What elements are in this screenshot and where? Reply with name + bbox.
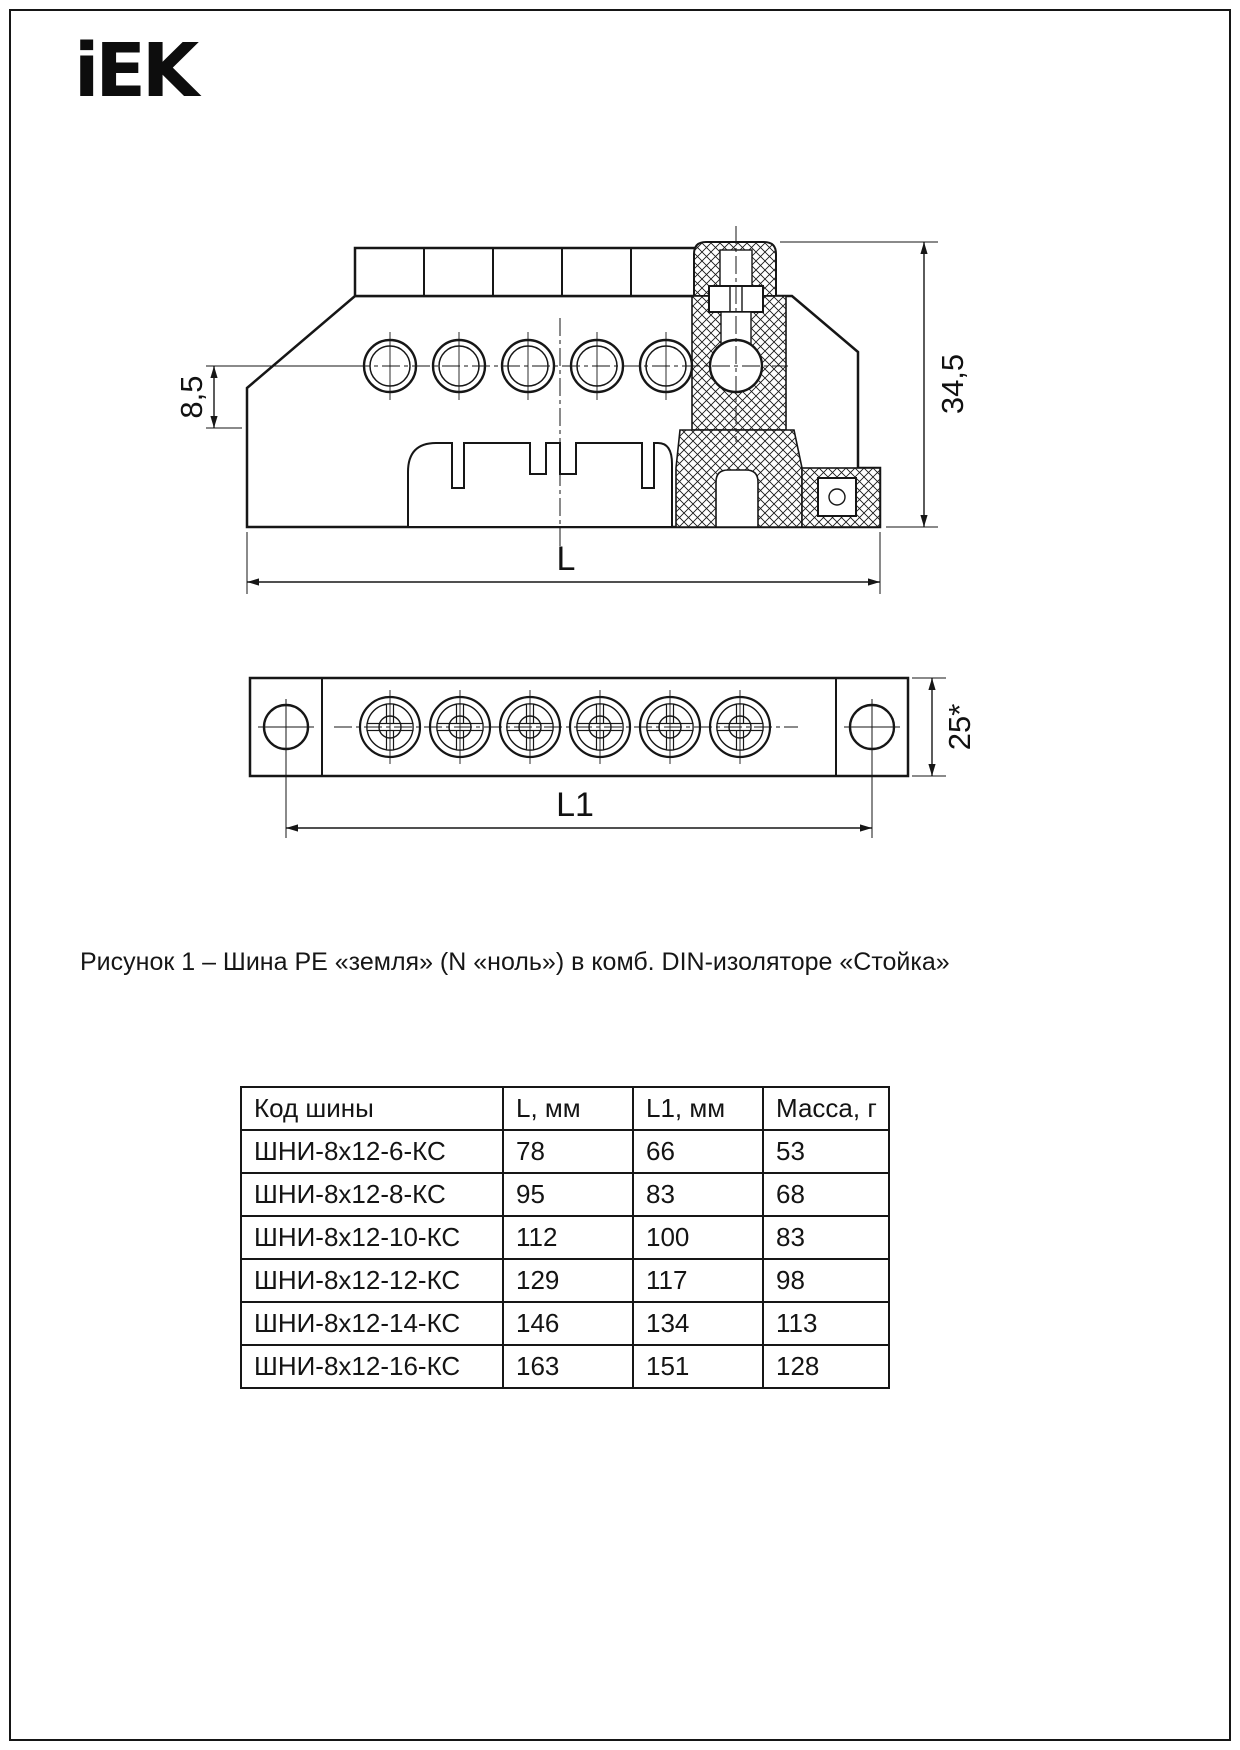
iek-logo: iEK	[74, 28, 199, 114]
cell-mass: 68	[762, 1172, 890, 1217]
table-row: ШНИ-8х12-14-КС 146 134 113	[240, 1301, 890, 1346]
table-header-row: Код шины L, мм L1, мм Масса, г	[240, 1086, 890, 1131]
dim-label-34-5: 34,5	[935, 354, 970, 414]
cell-L1: 117	[632, 1258, 764, 1303]
table-row: ШНИ-8х12-8-КС 95 83 68	[240, 1172, 890, 1217]
dim-label-L1: L1	[556, 786, 594, 824]
cell-mass: 113	[762, 1301, 890, 1346]
cell-mass: 83	[762, 1215, 890, 1260]
cell-L: 163	[502, 1344, 634, 1389]
cell-L: 146	[502, 1301, 634, 1346]
cell-code: ШНИ-8х12-14-КС	[240, 1301, 504, 1346]
col-header-code: Код шины	[240, 1086, 504, 1131]
dim-label-L: L	[557, 540, 576, 578]
dimension-height: 34,5	[780, 241, 970, 528]
cell-code: ШНИ-8х12-10-КС	[240, 1215, 504, 1260]
mounting-hole-right	[844, 699, 900, 755]
cell-L1: 151	[632, 1344, 764, 1389]
figure-caption: Рисунок 1 – Шина PE «земля» (N «ноль») в…	[80, 948, 950, 976]
cell-L: 129	[502, 1258, 634, 1303]
side-view	[245, 226, 882, 548]
col-header-L1: L1, мм	[632, 1086, 764, 1131]
dim-label-8-5: 8,5	[174, 375, 209, 418]
cell-mass: 98	[762, 1258, 890, 1303]
table-row: ШНИ-8х12-10-КС 112 100 83	[240, 1215, 890, 1260]
cell-L1: 134	[632, 1301, 764, 1346]
table-row: ШНИ-8х12-6-КС 78 66 53	[240, 1129, 890, 1174]
technical-drawing: 8,5 34,5 L	[174, 226, 977, 838]
dim-label-25: 25*	[942, 704, 977, 751]
col-header-L: L, мм	[502, 1086, 634, 1131]
cell-L1: 100	[632, 1215, 764, 1260]
dimension-length-L: L	[246, 532, 881, 594]
top-view	[248, 676, 910, 778]
spec-table: Код шины L, мм L1, мм Масса, г ШНИ-8х12-…	[240, 1086, 890, 1389]
centerlines-side	[352, 226, 788, 548]
cell-L1: 66	[632, 1129, 764, 1174]
table-row: ШНИ-8х12-12-КС 129 117 98	[240, 1258, 890, 1303]
cell-L: 95	[502, 1172, 634, 1217]
cell-L1: 83	[632, 1172, 764, 1217]
cell-code: ШНИ-8х12-6-КС	[240, 1129, 504, 1174]
cell-mass: 128	[762, 1344, 890, 1389]
cell-code: ШНИ-8х12-8-КС	[240, 1172, 504, 1217]
dimension-hole-spacing-L1: L1	[285, 752, 873, 838]
terminal-block-tops	[353, 246, 699, 298]
cell-L: 78	[502, 1129, 634, 1174]
mounting-hole-left	[258, 699, 314, 755]
cell-L: 112	[502, 1215, 634, 1260]
dimension-width-25: 25*	[912, 677, 977, 777]
cell-mass: 53	[762, 1129, 890, 1174]
dimension-hole-offset: 8,5	[174, 365, 356, 429]
table-row: ШНИ-8х12-16-КС 163 151 128	[240, 1344, 890, 1389]
col-header-mass: Масса, г	[762, 1086, 890, 1131]
cell-code: ШНИ-8х12-16-КС	[240, 1344, 504, 1389]
cell-code: ШНИ-8х12-12-КС	[240, 1258, 504, 1303]
